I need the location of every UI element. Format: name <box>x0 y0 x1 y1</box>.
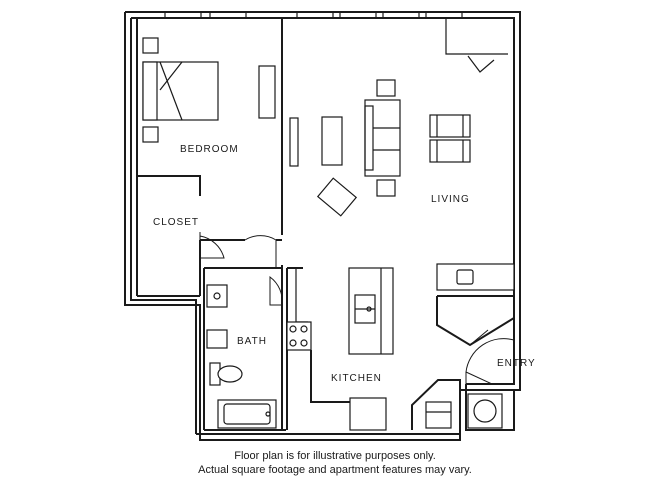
side-table-bottom <box>376 179 396 197</box>
closet-door <box>199 232 225 259</box>
bath-vanity <box>206 284 228 308</box>
bed <box>142 61 219 121</box>
armchair <box>316 177 358 217</box>
pantry-closet <box>436 295 515 347</box>
entry-door <box>465 338 515 385</box>
refrigerator <box>349 397 387 431</box>
side-table-top <box>376 79 396 97</box>
bath-cabinet <box>206 329 228 349</box>
bedroom-door <box>244 235 277 268</box>
kitchen-counter <box>310 350 350 403</box>
room-label-kitchen: KITCHEN <box>331 373 382 384</box>
dresser <box>258 65 276 119</box>
wall-sink-basin <box>456 269 474 285</box>
dining-chairs <box>429 114 471 163</box>
room-label-closet: CLOSET <box>153 217 199 228</box>
sofa <box>364 99 401 177</box>
nightstand-bottom <box>142 126 159 143</box>
tv-console <box>289 117 299 167</box>
room-label-bedroom: BEDROOM <box>180 144 239 155</box>
room-label-entry: ENTRY <box>497 358 536 369</box>
windows <box>164 11 463 19</box>
wall-sink-counter <box>436 263 515 291</box>
bath-door <box>269 276 283 306</box>
bathtub <box>217 399 277 429</box>
disclaimer-line-1: Floor plan is for illustrative purposes … <box>234 450 436 462</box>
coat-closet <box>465 384 515 431</box>
toilet <box>209 362 243 386</box>
stove <box>286 321 312 351</box>
room-label-bath: BATH <box>237 336 267 347</box>
disclaimer-line-2: Actual square footage and apartment feat… <box>198 464 472 476</box>
kitchen-island <box>348 267 394 355</box>
bath-sink-drain <box>213 292 221 300</box>
laundry-closet <box>411 379 461 430</box>
coffee-table <box>321 116 343 166</box>
nightstand-top <box>142 37 159 54</box>
corner-desk <box>445 18 508 73</box>
room-label-living: LIVING <box>431 194 470 205</box>
